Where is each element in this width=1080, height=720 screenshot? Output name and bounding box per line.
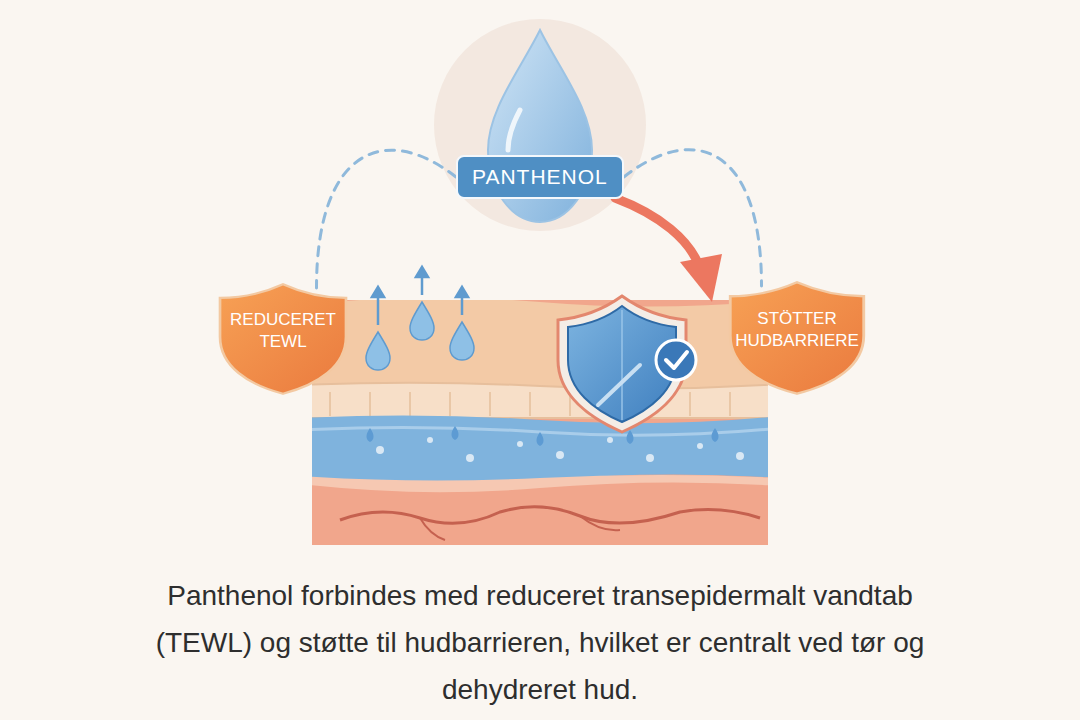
orange-shield: STÖTTER HUDBARRIERE — [726, 280, 868, 396]
node-label: REDUCERET TEWL — [226, 309, 340, 353]
orange-shield: REDUCERET TEWL — [216, 282, 350, 396]
node-label: PANTHENOL — [472, 165, 608, 189]
label-pill: PANTHENOL — [456, 155, 624, 199]
caption-text: Panthenol forbindes med reduceret transe… — [120, 572, 960, 713]
dashed-connector — [624, 150, 762, 286]
node-label: STÖTTER HUDBARRIERE — [735, 308, 859, 352]
dashed-connector — [317, 150, 457, 288]
